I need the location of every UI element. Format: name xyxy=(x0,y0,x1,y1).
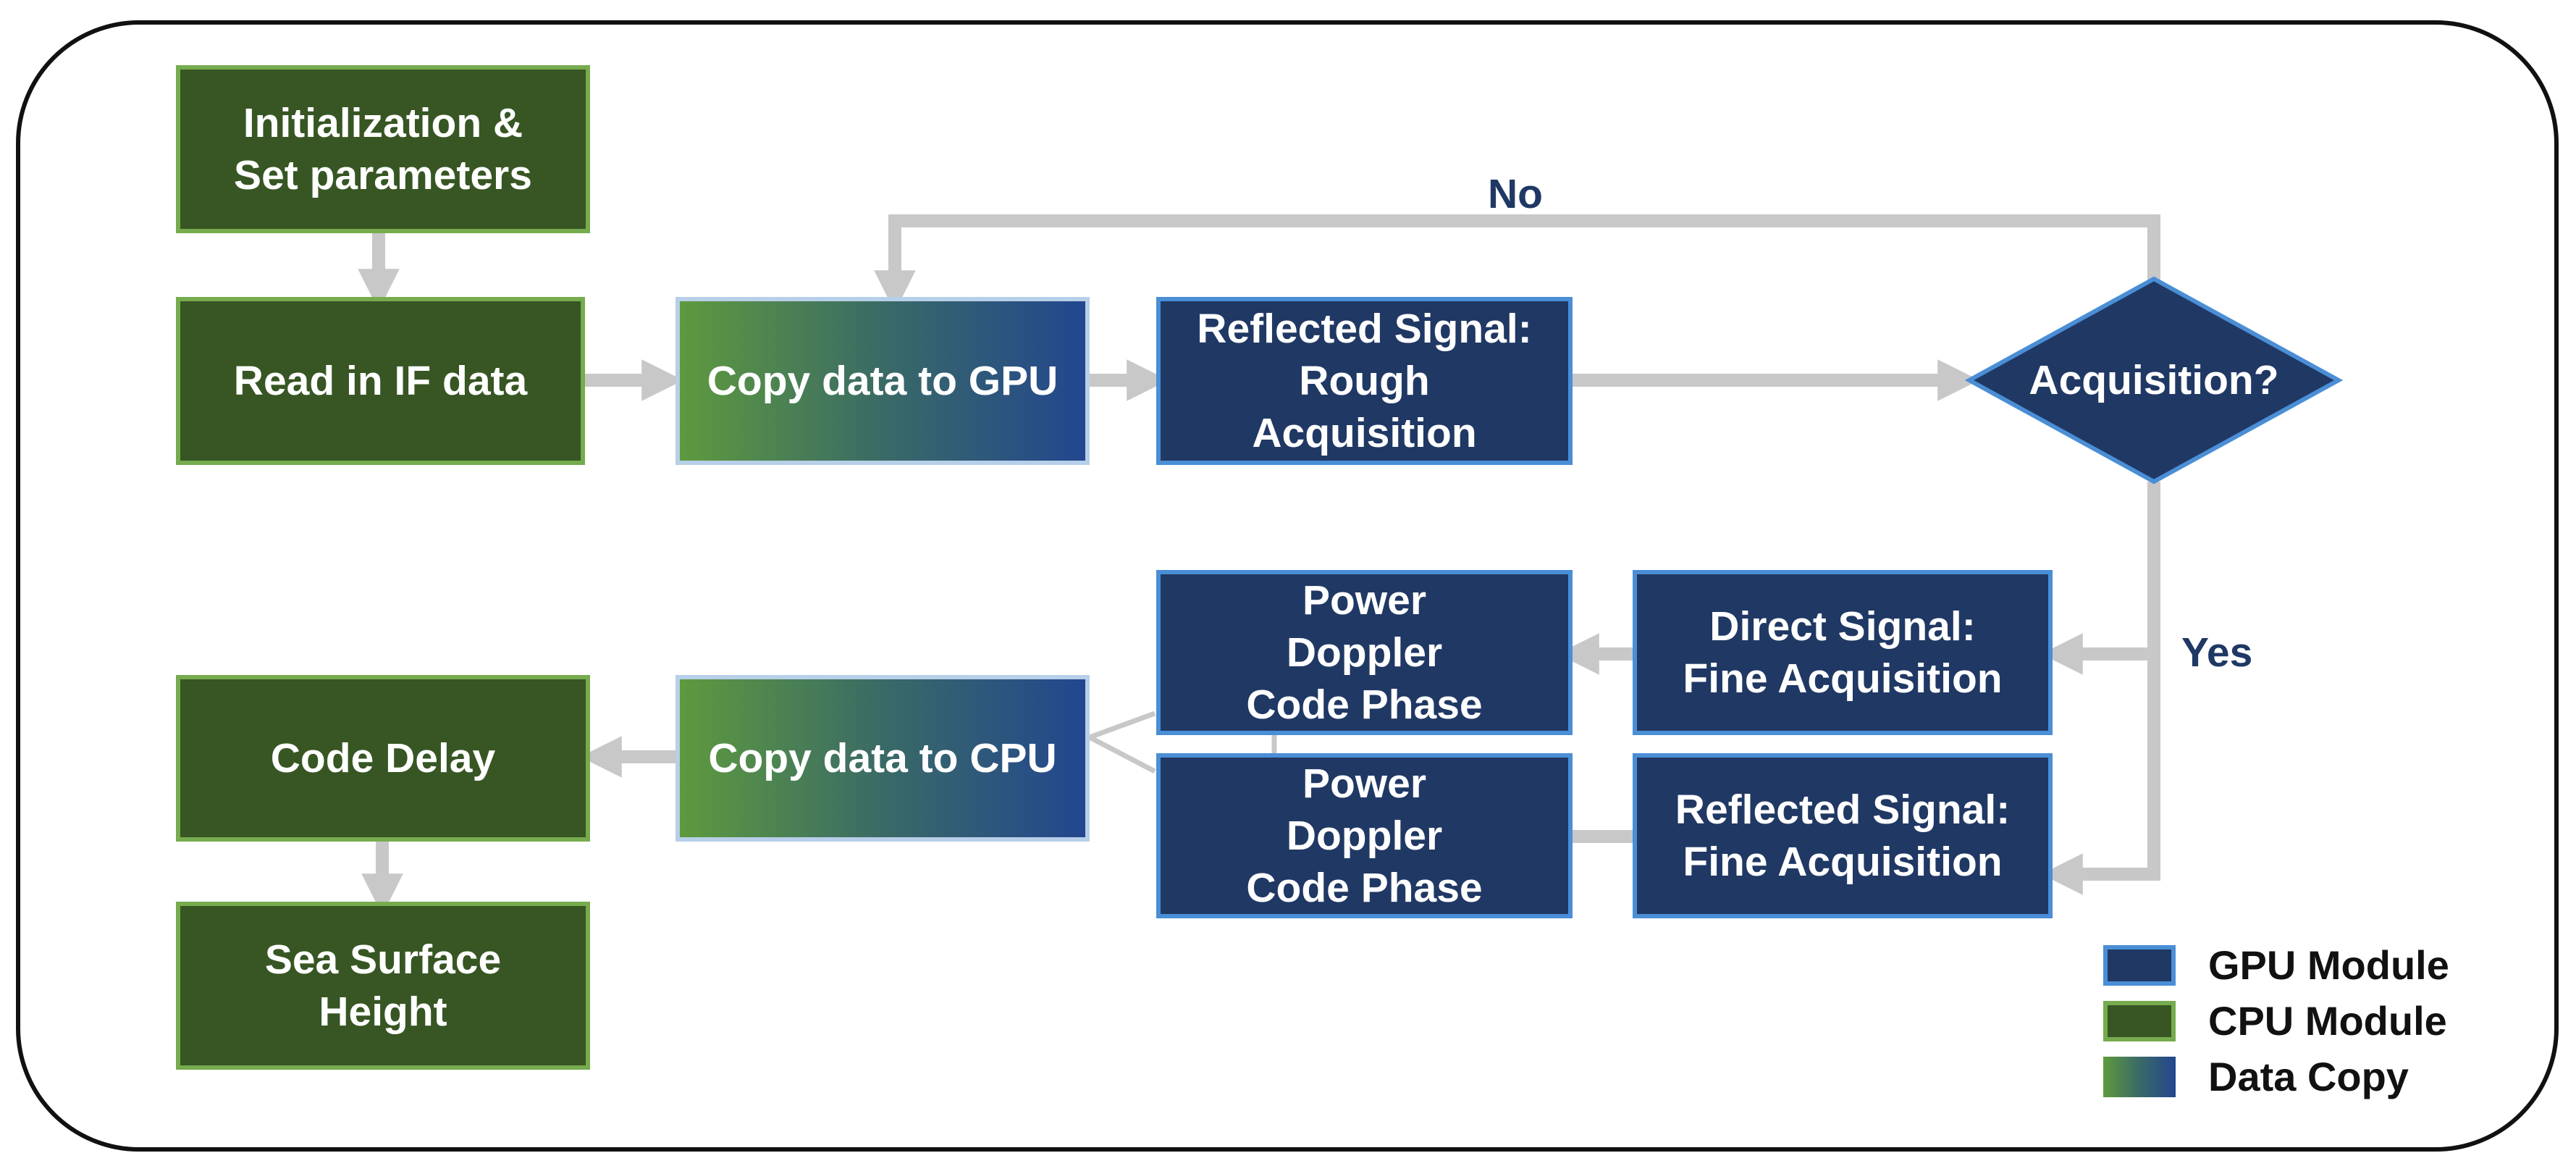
direct-fine-node: Direct Signal: Fine Acquisition xyxy=(1633,570,2053,735)
legend-label-copy: Data Copy xyxy=(2208,1054,2409,1099)
legend-label-gpu: GPU Module xyxy=(2208,942,2449,988)
decision-label: Acquisition? xyxy=(2029,357,2279,403)
edge-label-yes: Yes xyxy=(2181,629,2253,676)
copy-to-gpu-node: Copy data to GPU xyxy=(675,297,1090,465)
reflected-fine-node: Reflected Signal: Fine Acquisition xyxy=(1633,753,2053,918)
sea-surface-height-node: Sea Surface Height xyxy=(176,902,590,1070)
read-if-node: Read in IF data xyxy=(176,297,585,465)
edge-label-no: No xyxy=(1488,171,1543,217)
edge-decision-no xyxy=(874,214,2160,312)
legend-swatch-copy xyxy=(2103,1057,2176,1097)
decision-diamond xyxy=(1964,276,2344,485)
legend-label-cpu: CPU Module xyxy=(2208,998,2447,1044)
edge-pdc-merge-to-copycpu xyxy=(1083,710,1156,774)
init-node: Initialization & Set parameters xyxy=(176,65,590,233)
legend-swatch-cpu xyxy=(2103,1001,2176,1041)
legend-swatch-gpu xyxy=(2103,945,2176,986)
pdc-top-node: Power Doppler Code Phase xyxy=(1156,570,1573,735)
code-delay-node: Code Delay xyxy=(176,675,590,842)
pdc-bottom-node: Power Doppler Code Phase xyxy=(1156,753,1573,918)
copy-to-cpu-node: Copy data to CPU xyxy=(675,675,1090,842)
reflected-rough-node: Reflected Signal: Rough Acquisition xyxy=(1156,297,1573,465)
